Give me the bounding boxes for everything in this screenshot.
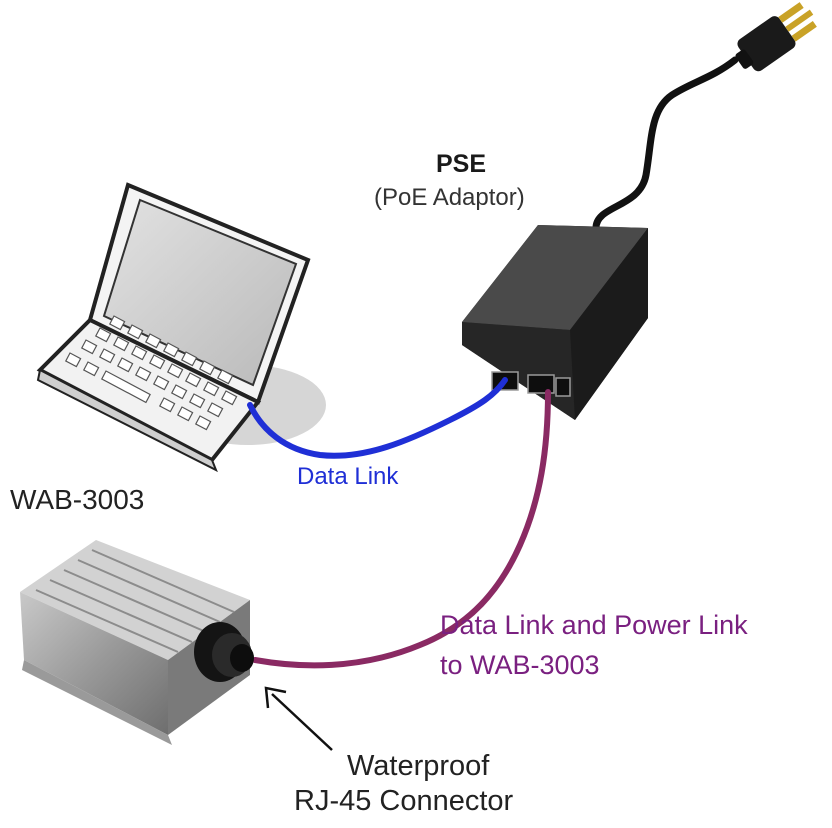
data-power-port <box>527 374 555 394</box>
power-plug-icon <box>735 2 817 72</box>
connector-pointer-arrow <box>264 686 333 751</box>
data-power-link-label-line2: to WAB-3003 <box>440 650 600 680</box>
waterproof-connector <box>194 622 254 682</box>
data-power-link-cable <box>252 389 551 669</box>
data-link-cable <box>247 377 508 459</box>
connector-label-line2: RJ-45 Connector <box>294 785 514 817</box>
laptop-icon <box>36 182 326 473</box>
poe-adaptor <box>462 225 648 420</box>
power-cord <box>592 56 739 232</box>
pse-subtitle: (PoE Adaptor) <box>374 184 525 211</box>
data-power-link-label-line1: Data Link and Power Link <box>440 610 748 640</box>
connector-label-line1: Waterproof <box>347 750 490 782</box>
data-link-label: Data Link <box>297 463 399 490</box>
pse-title: PSE <box>436 150 487 178</box>
wab-3003-device <box>20 540 254 745</box>
device-name-label: WAB-3003 <box>10 484 145 515</box>
